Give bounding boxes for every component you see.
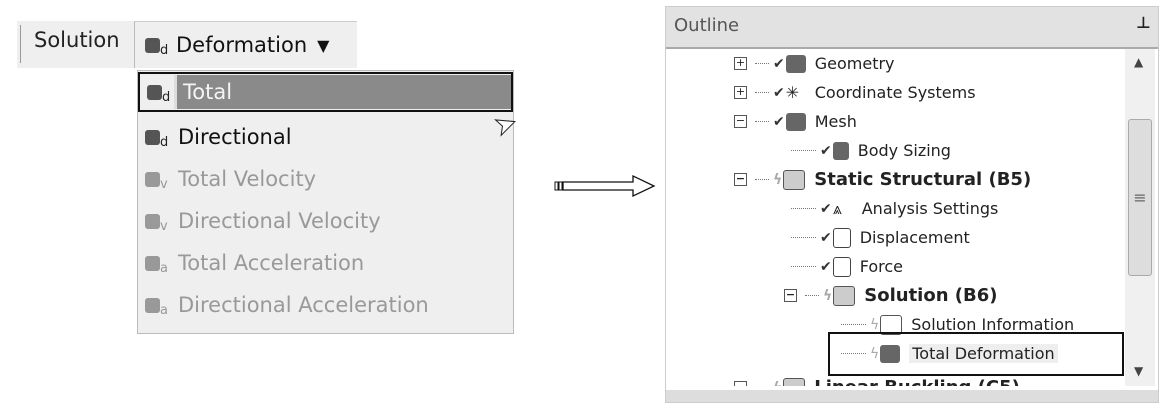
solution-icon bbox=[833, 285, 856, 306]
lightning-icon: ϟ bbox=[823, 287, 833, 304]
chevron-down-icon: ▼ bbox=[317, 35, 330, 55]
deformation-label: Deformation bbox=[176, 33, 308, 57]
pin-icon[interactable]: ⊥ bbox=[1136, 13, 1151, 32]
tree-item-linear-buckling[interactable]: ϟLinear Buckling (C5) bbox=[734, 373, 1020, 386]
tree-item-geometry[interactable]: +✔Geometry bbox=[734, 54, 895, 73]
lightning-icon: ϟ bbox=[773, 380, 782, 387]
static-structural-icon bbox=[783, 169, 806, 190]
collapse-icon[interactable]: − bbox=[734, 114, 747, 128]
coordinate-systems-icon: ✳ bbox=[785, 83, 800, 102]
expand-icon[interactable]: + bbox=[734, 85, 747, 99]
solution-information-icon bbox=[880, 314, 903, 335]
scroll-down-icon[interactable]: ▼ bbox=[1134, 364, 1144, 378]
geometry-icon bbox=[785, 54, 806, 73]
force-icon bbox=[832, 256, 851, 277]
outline-footer bbox=[666, 390, 1158, 402]
lightning-icon: ϟ bbox=[870, 316, 880, 333]
outline-panel: Outline ⊥ +✔Geometry +✔✳Coordinate Syste… bbox=[665, 6, 1159, 403]
check-icon: ✔ bbox=[820, 200, 832, 217]
collapse-icon[interactable]: − bbox=[734, 172, 747, 186]
expand-icon[interactable]: + bbox=[734, 56, 747, 70]
check-icon: ✔ bbox=[773, 84, 785, 101]
check-icon: ✔ bbox=[820, 229, 832, 246]
acceleration-icon: a bbox=[145, 297, 168, 318]
outline-tree: +✔Geometry +✔✳Coordinate Systems −✔Mesh … bbox=[666, 49, 1124, 386]
velocity-icon: v bbox=[145, 213, 168, 234]
vertical-scrollbar[interactable]: ▲ ≡ ▼ bbox=[1125, 49, 1155, 386]
mesh-icon bbox=[785, 112, 806, 131]
check-icon: ✔ bbox=[820, 142, 832, 159]
scroll-up-icon[interactable]: ▲ bbox=[1134, 55, 1144, 69]
linear-buckling-icon bbox=[783, 377, 806, 386]
tree-item-displacement[interactable]: ✔Displacement bbox=[791, 223, 970, 252]
check-icon: ✔ bbox=[820, 258, 832, 275]
deformation-icon: d bbox=[145, 129, 168, 150]
velocity-icon: v bbox=[145, 171, 168, 192]
check-icon: ✔ bbox=[773, 55, 785, 72]
tree-item-coordinate-systems[interactable]: +✔✳Coordinate Systems bbox=[734, 83, 976, 102]
tree-item-force[interactable]: ✔Force bbox=[791, 252, 903, 281]
toolbar-separator bbox=[20, 25, 24, 63]
tree-item-mesh[interactable]: −✔Mesh bbox=[734, 112, 857, 131]
body-sizing-icon bbox=[832, 141, 849, 160]
solution-toolbar bbox=[17, 21, 357, 68]
acceleration-icon: a bbox=[145, 255, 168, 276]
deformation-icon: d bbox=[147, 84, 170, 105]
lightning-icon: ϟ bbox=[870, 345, 880, 362]
deformation-dropdown-button[interactable]: d Deformation ▼ bbox=[134, 21, 357, 68]
scroll-thumb[interactable]: ≡ bbox=[1128, 119, 1152, 276]
check-icon: ✔ bbox=[773, 113, 785, 130]
tree-item-body-sizing[interactable]: ✔Body Sizing bbox=[791, 136, 951, 165]
outline-header: Outline ⊥ bbox=[666, 7, 1158, 49]
highlight-box bbox=[828, 332, 1124, 376]
deformation-icon: d bbox=[145, 37, 168, 58]
collapse-icon[interactable]: − bbox=[784, 288, 797, 302]
outline-title: Outline bbox=[674, 15, 740, 36]
solution-label: Solution bbox=[34, 28, 120, 52]
expand-icon[interactable] bbox=[734, 381, 747, 386]
lightning-icon: ϟ bbox=[773, 171, 783, 188]
analysis-settings-icon: ⩓ bbox=[832, 198, 842, 218]
right-arrow-icon bbox=[554, 175, 656, 197]
total-deformation-icon bbox=[880, 344, 901, 363]
displacement-icon bbox=[832, 227, 851, 248]
tree-item-analysis-settings[interactable]: ✔⩓Analysis Settings bbox=[791, 194, 998, 223]
